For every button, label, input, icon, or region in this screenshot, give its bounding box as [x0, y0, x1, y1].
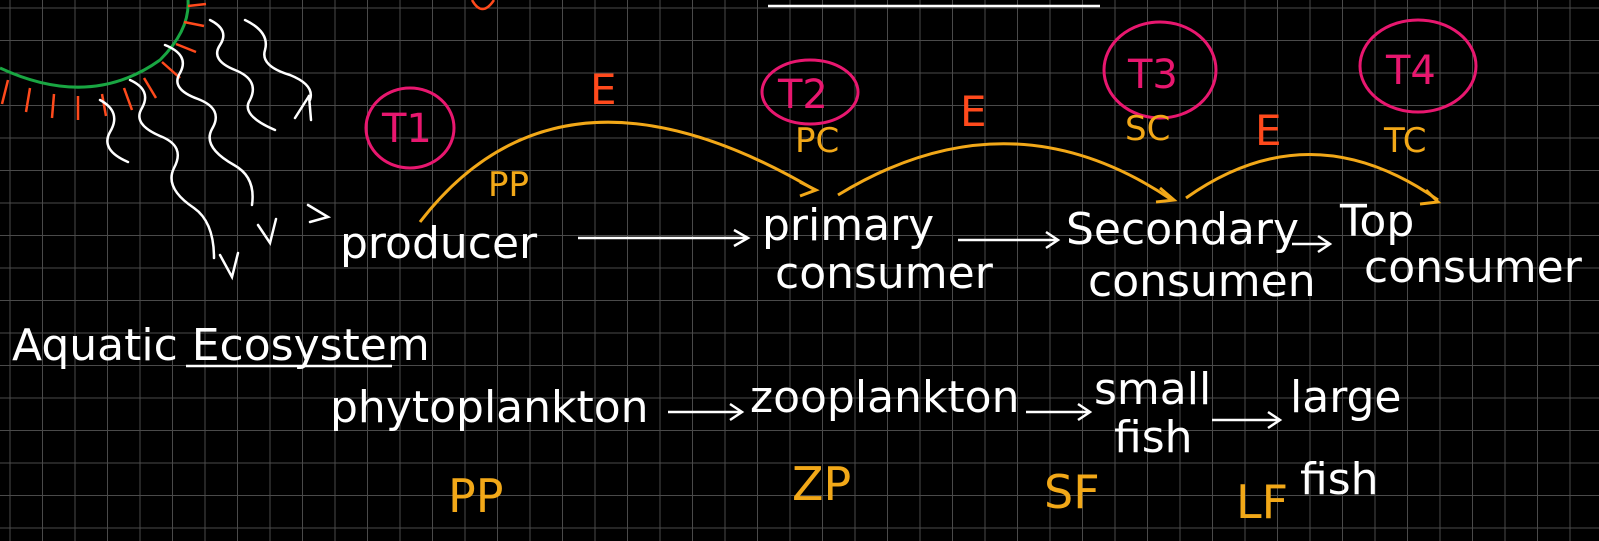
trophic-circle-t1 — [364, 86, 456, 170]
energy-arc-1 — [418, 120, 816, 223]
chain-producer: producer — [340, 218, 538, 269]
trophic-circle-t4 — [1358, 18, 1478, 114]
trophic-label-t2: T2 — [777, 72, 828, 118]
chain-top: Top — [1339, 196, 1414, 247]
energy-label-2: E — [960, 87, 987, 136]
aquatic-abbr-pp: PP — [448, 469, 503, 523]
sun-drawing — [0, 0, 496, 120]
aquatic-small: small — [1094, 364, 1211, 415]
sun-rays — [0, 2, 207, 120]
chain-primary-sub: consumer — [775, 248, 994, 299]
aquatic-zooplankton: zooplankton — [750, 372, 1019, 423]
energy-arc-2 — [837, 142, 1173, 202]
aquatic-heading: Aquatic Ecosystem — [12, 320, 430, 371]
trophic-level-markers — [364, 18, 1478, 170]
aquatic-abbr-sf: SF — [1044, 465, 1100, 519]
chain-primary: primary — [762, 200, 934, 251]
sun-small-arc — [470, 0, 496, 11]
aquatic-arrows — [668, 402, 1283, 430]
sunlight-rays — [98, 18, 332, 281]
chain-secondary: Secondary — [1066, 204, 1299, 255]
chain-top-sub: consumer — [1364, 242, 1583, 293]
chain-arrows — [578, 228, 1333, 254]
energy-label-3: E — [1255, 106, 1282, 155]
abbr-pp: PP — [488, 165, 529, 205]
abbr-sc: SC — [1125, 109, 1170, 149]
trophic-label-t3: T3 — [1127, 52, 1178, 98]
aquatic-abbr-zp: ZP — [792, 457, 851, 511]
abbr-pc: PC — [795, 121, 839, 161]
abbr-tc: TC — [1383, 121, 1427, 161]
chain-secondary-sub: consumen — [1088, 256, 1316, 307]
trophic-circle-t2 — [760, 58, 860, 126]
aquatic-large-sub: fish — [1300, 454, 1379, 505]
trophic-label-t4: T4 — [1385, 48, 1436, 94]
aquatic-large: large — [1290, 372, 1402, 423]
energy-flow-arcs — [418, 120, 1442, 223]
trophic-circle-t3 — [1102, 20, 1218, 120]
aquatic-abbr-lf: LF — [1236, 475, 1288, 529]
energy-label-1: E — [590, 65, 617, 114]
energy-arc-3 — [1185, 153, 1439, 202]
aquatic-small-sub: fish — [1114, 412, 1193, 463]
trophic-label-t1: T1 — [381, 106, 432, 152]
aquatic-phytoplankton: phytoplankton — [330, 382, 649, 433]
